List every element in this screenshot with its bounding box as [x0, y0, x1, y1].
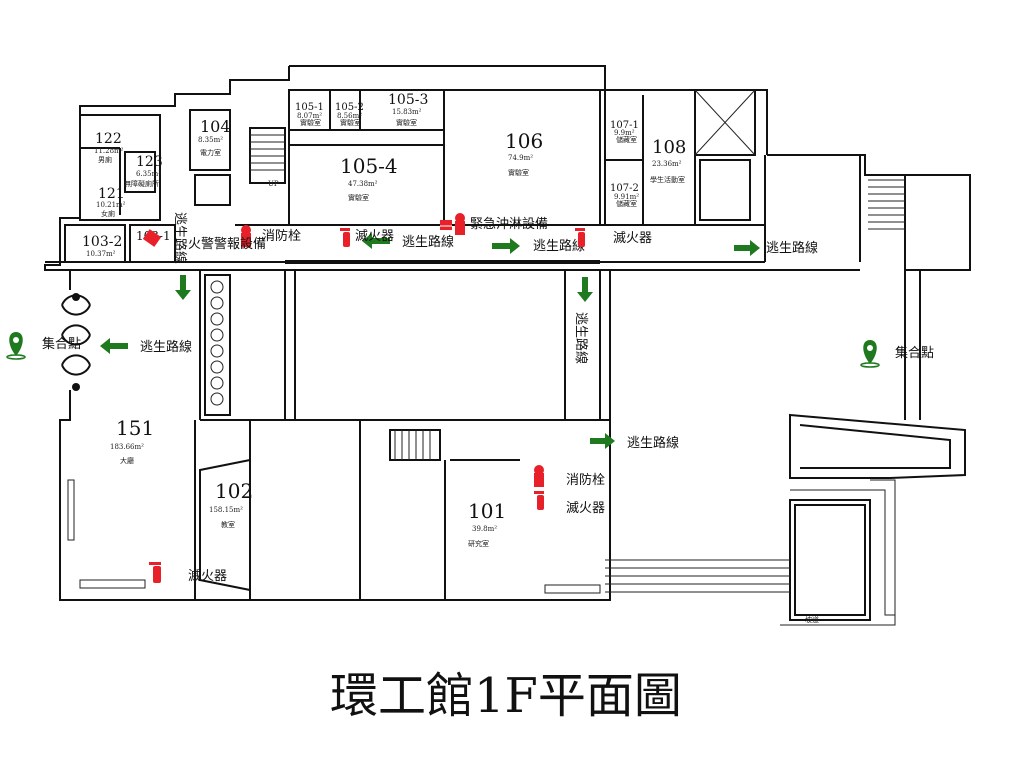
- alarm-label: 火警警報設備: [188, 236, 266, 252]
- room-106-num: 106: [505, 129, 543, 153]
- room-106-name: 實驗室: [508, 168, 529, 177]
- alarm-icon: [142, 229, 162, 247]
- room-105-3-name: 實驗室: [396, 118, 417, 127]
- green-arrow-icon-east-2: [734, 240, 760, 256]
- escape-route-label-vertical-2: 逃生路線: [172, 212, 188, 264]
- entrance-doors: [61, 293, 91, 391]
- green-arrow-icon-east-1: [492, 238, 520, 254]
- fire-hydrant-icon-1: [241, 225, 251, 247]
- room-107-1-name: 儲藏室: [616, 135, 637, 144]
- room-122-name: 男廁: [98, 155, 112, 164]
- map-pin-icon-west: [6, 332, 26, 360]
- column-circles: [210, 280, 224, 406]
- eyewash-label: 緊急沖淋設備: [470, 216, 548, 232]
- room-103-2-area: 10.37m²: [86, 250, 116, 258]
- room-105-2-area: 8.56m²: [337, 112, 362, 120]
- map-pin-icon-east: [860, 340, 880, 368]
- room-105-2-name: 實驗室: [340, 118, 361, 127]
- stair-up-label: UP: [268, 180, 279, 188]
- room-102-area: 158.15m²: [209, 506, 243, 514]
- fire-hydrant-icon-2: [534, 465, 544, 487]
- room-107-2-area: 9.91m²: [614, 193, 639, 201]
- eyewash-icon: [440, 220, 452, 230]
- room-102-num: 102: [215, 479, 253, 503]
- fire-extinguisher-icon-2: [575, 228, 585, 247]
- green-arrow-icon-south-1: [175, 275, 191, 300]
- room-labels: 122 11.28m² 男廁 123 6.35m² 無障礙廁所 121 10.2…: [82, 92, 819, 624]
- room-151-name: 大廳: [120, 456, 134, 465]
- room-107-2-num: 107-2: [610, 183, 639, 194]
- extinguisher-label-1: 滅火器: [355, 229, 394, 244]
- fire-hydrant-icon-3: [455, 213, 465, 235]
- room-101-name: 研究室: [468, 539, 489, 548]
- room-104-name: 電力室: [200, 148, 221, 157]
- room-105-1-area: 8.07m²: [297, 112, 322, 120]
- room-121-area: 10.21m²: [96, 201, 126, 209]
- hydrant-label-2: 消防栓: [566, 472, 605, 488]
- room-105-2-num: 105-2: [335, 102, 364, 113]
- hydrant-label-1: 消防栓: [262, 228, 301, 244]
- escape-route-label-1: 逃生路線: [140, 339, 192, 355]
- room-107-2-name: 儲藏室: [616, 199, 637, 208]
- escape-route-label-2: 逃生路線: [402, 234, 454, 250]
- escape-route-label-5: 逃生路線: [627, 435, 679, 451]
- room-105-1-num: 105-1: [295, 102, 324, 113]
- map-title: 環工館1F平面圖: [330, 668, 682, 724]
- room-122-num: 122: [95, 131, 122, 147]
- room-121-name: 女廁: [101, 209, 115, 218]
- green-arrow-icon-east-3: [590, 433, 615, 449]
- room-101-area: 39.8m²: [472, 525, 497, 533]
- walls: [44, 65, 971, 626]
- room-107-1-num: 107-1: [610, 120, 639, 131]
- room-122-area: 11.28m²: [94, 147, 124, 155]
- green-arrow-icon-west-1: [100, 338, 128, 354]
- escape-route-labels: 逃生路線 逃生路線 逃生路線 逃生路線 逃生路線 逃生路線 逃生路線: [140, 212, 818, 451]
- safety-equipment: [142, 213, 585, 583]
- extinguisher-label-2: 滅火器: [613, 231, 652, 246]
- room-123-num: 123: [136, 154, 163, 170]
- room-151-area: 183.66m²: [110, 443, 144, 451]
- room-151-num: 151: [116, 416, 154, 440]
- assembly-point-label-east: 集合點: [895, 345, 934, 361]
- extinguisher-label-4: 滅火器: [188, 569, 227, 584]
- extinguisher-label-3: 滅火器: [566, 501, 605, 516]
- escape-route-label-4: 逃生路線: [766, 240, 818, 256]
- room-101-num: 101: [468, 499, 506, 523]
- room-123-area: 6.35m²: [136, 170, 161, 178]
- fire-extinguisher-icon-4: [149, 562, 161, 583]
- room-105-3-num: 105-3: [388, 92, 428, 108]
- room-105-4-num: 105-4: [340, 154, 398, 178]
- room-106-area: 74.9m²: [508, 154, 533, 162]
- escape-route-label-vertical: 逃生路線: [573, 312, 589, 364]
- fire-extinguisher-icon-1: [340, 228, 350, 247]
- escape-arrows: [100, 233, 760, 449]
- ramp-label: 坡道: [805, 615, 819, 624]
- room-104-num: 104: [200, 117, 231, 136]
- room-108-num: 108: [652, 137, 686, 158]
- room-107-1-area: 9.9m²: [614, 129, 635, 137]
- room-105-3-area: 15.83m²: [392, 108, 422, 116]
- room-102-name: 教室: [221, 520, 235, 529]
- room-105-4-name: 實驗室: [348, 193, 369, 202]
- room-108-area: 23.36m²: [652, 160, 682, 168]
- assembly-point-label-west: 集合點: [42, 336, 81, 352]
- equipment-labels: 火警警報設備 消防栓 滅火器 緊急沖淋設備 滅火器 消防栓 滅火器 滅火器: [188, 216, 652, 584]
- room-121-num: 121: [98, 186, 125, 202]
- fire-extinguisher-icon-3: [534, 491, 544, 510]
- room-105-4-area: 47.38m²: [348, 180, 378, 188]
- green-arrow-icon-west-2: [362, 233, 390, 249]
- room-123-name: 無障礙廁所: [124, 179, 159, 188]
- room-103-2-num: 103-2: [82, 234, 122, 250]
- green-arrow-icon-south-2: [577, 277, 593, 302]
- room-104-area: 8.35m²: [198, 136, 223, 144]
- room-105-1-name: 實驗室: [300, 118, 321, 127]
- room-108-name: 學生活動室: [650, 175, 685, 184]
- assembly-points: 集合點 集合點: [6, 332, 934, 368]
- escape-route-label-3: 逃生路線: [533, 238, 585, 254]
